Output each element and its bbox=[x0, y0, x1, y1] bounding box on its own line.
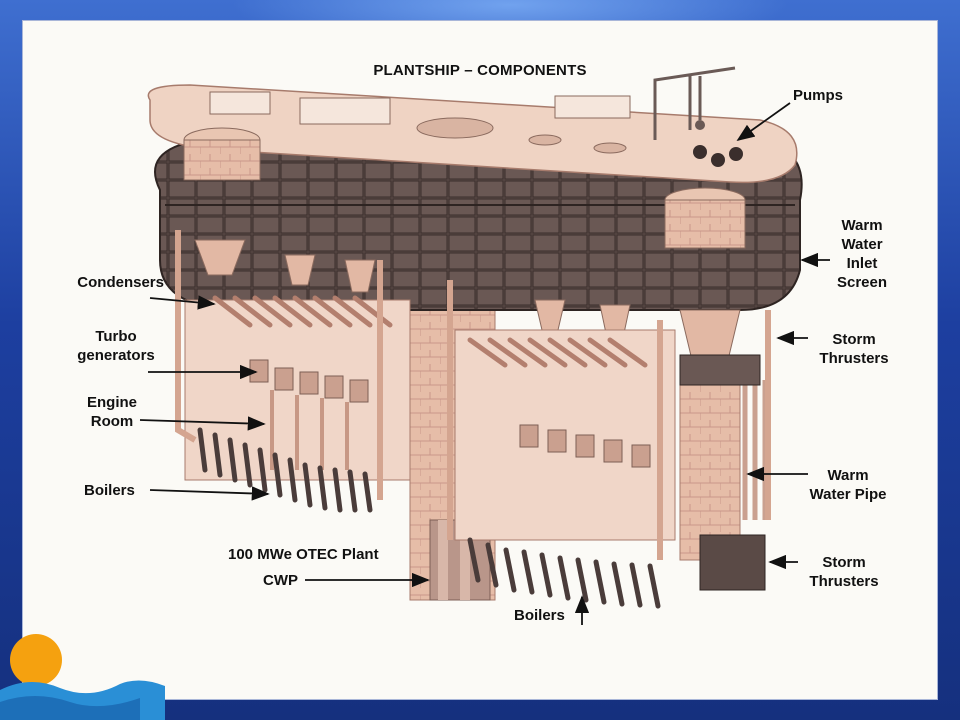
left-plant-module bbox=[184, 295, 411, 513]
label-warm-water-pipe: Warm Water Pipe bbox=[809, 467, 887, 503]
label-boilers-bottom: Boilers bbox=[514, 607, 565, 624]
label-boilers-left: Boilers bbox=[84, 482, 135, 499]
label-turbo-generators: Turbo generators bbox=[77, 328, 155, 364]
label-engine-room: Engine Room bbox=[86, 394, 137, 430]
arrow-condensers bbox=[149, 295, 216, 310]
arrow-engine-room bbox=[139, 416, 266, 431]
label-storm-thrusters-upper: Storm Thrusters bbox=[819, 331, 889, 367]
arrow-boilers-left bbox=[149, 486, 270, 501]
left-boilers bbox=[197, 427, 373, 513]
diagram-title: PLANTSHIP – COMPONENTS bbox=[373, 62, 587, 79]
label-pumps: Pumps bbox=[793, 87, 844, 104]
right-boilers bbox=[467, 537, 661, 609]
warm-water-pipe-column bbox=[679, 354, 768, 591]
pump-towers bbox=[183, 127, 746, 249]
sun-logo-icon bbox=[10, 634, 62, 686]
right-turbo-generators bbox=[519, 424, 651, 468]
label-condensers: Condensers bbox=[77, 274, 164, 291]
label-storm-thrusters-lower: Storm Thrusters bbox=[809, 554, 879, 590]
storm-thruster-upper-block bbox=[679, 354, 761, 386]
label-arrows bbox=[139, 102, 830, 625]
storm-thruster-lower-block bbox=[699, 534, 766, 591]
right-plant-module bbox=[454, 329, 676, 609]
top-deck bbox=[147, 66, 798, 184]
left-turbo-generators bbox=[249, 359, 369, 403]
label-warm-water-inlet-screen: Warm Water Inlet Screen bbox=[836, 217, 888, 291]
label-plant-caption: 100 MWe OTEC Plant bbox=[228, 546, 379, 563]
arrow-pumps bbox=[736, 102, 791, 142]
label-cwp: CWP bbox=[263, 572, 298, 589]
